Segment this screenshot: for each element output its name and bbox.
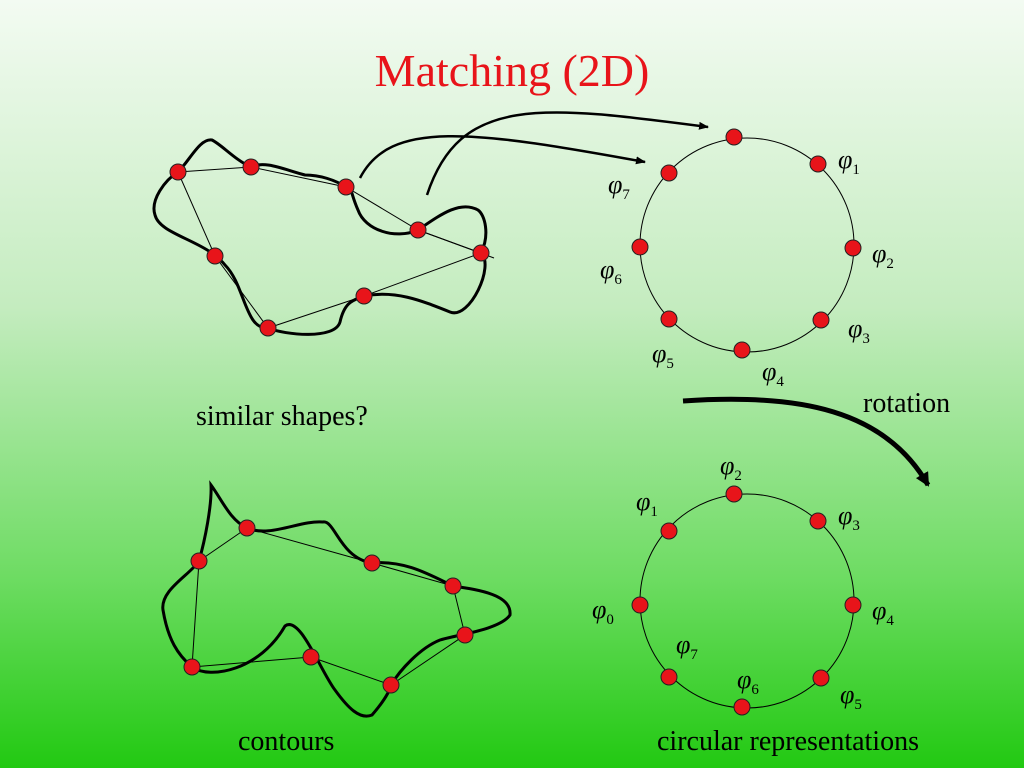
circle-point	[812, 669, 830, 687]
circle-point	[631, 596, 649, 614]
contour-point	[302, 648, 320, 666]
contour-point	[363, 554, 381, 572]
circle-point	[660, 668, 678, 686]
top-label-phi7: φ7	[608, 170, 630, 203]
slide-title: Matching (2D)	[374, 45, 650, 96]
circle-point	[809, 512, 827, 530]
top-polygon	[177, 166, 483, 329]
circle-point	[733, 341, 751, 359]
top-label-phi4: φ4	[762, 357, 784, 390]
bottom-label-phi5: φ5	[840, 680, 862, 713]
top-label-phi5: φ5	[652, 339, 674, 372]
rotation-arrow	[682, 396, 931, 487]
mapping-arrow-2	[425, 111, 709, 196]
circle-point	[631, 238, 649, 256]
bottom-label-phi4: φ4	[872, 596, 894, 629]
contour-point	[259, 319, 277, 337]
caption-contours: contours	[238, 726, 335, 757]
circle-point	[844, 596, 862, 614]
top-label-phi2: φ2	[872, 239, 894, 272]
contour-point	[242, 158, 260, 176]
bottom-label-phi2: φ2	[720, 451, 742, 484]
bottom-label-phi0: φ0	[592, 595, 614, 628]
caption-circular-representations: circular representations	[657, 726, 919, 757]
contour-point	[238, 519, 256, 537]
bottom-circle-representation: φ2 φ3 φ4 φ5 φ6 φ7 φ0 φ1	[592, 451, 894, 716]
circle-point	[844, 239, 862, 257]
circle-point	[725, 485, 743, 503]
caption-similar-shapes: similar shapes?	[196, 401, 368, 432]
circle-point	[725, 128, 743, 146]
bottom-contour-curve	[161, 480, 512, 718]
circle-point	[660, 164, 678, 182]
contour-point	[409, 221, 427, 239]
top-label-phi1: φ1	[838, 145, 860, 178]
circle-point	[660, 310, 678, 328]
circle-point	[809, 155, 827, 173]
bottom-polygon	[191, 527, 466, 686]
contour-point	[190, 552, 208, 570]
contour-point	[444, 577, 462, 595]
bottom-contour-shape	[161, 480, 512, 718]
circle-point	[812, 311, 830, 329]
contour-point	[206, 247, 224, 265]
bottom-label-phi3: φ3	[838, 501, 860, 534]
bottom-label-phi7: φ7	[676, 630, 698, 663]
top-label-phi6: φ6	[600, 255, 622, 288]
bottom-label-phi1: φ1	[636, 487, 658, 520]
contour-point	[456, 626, 474, 644]
contour-point	[382, 676, 400, 694]
contour-point	[169, 163, 187, 181]
contour-point	[355, 287, 373, 305]
top-circle-representation: φ1 φ2 φ3 φ4 φ5 φ6 φ7	[600, 128, 894, 390]
circle-point	[660, 522, 678, 540]
circle-point	[733, 698, 751, 716]
caption-rotation: rotation	[863, 388, 951, 419]
bottom-label-phi6: φ6	[737, 665, 759, 698]
top-contour-shape	[152, 138, 495, 337]
mapping-arrow-1	[358, 135, 646, 179]
contour-point	[183, 658, 201, 676]
contour-point	[472, 244, 490, 262]
top-label-phi3: φ3	[848, 314, 870, 347]
contour-point	[337, 178, 355, 196]
